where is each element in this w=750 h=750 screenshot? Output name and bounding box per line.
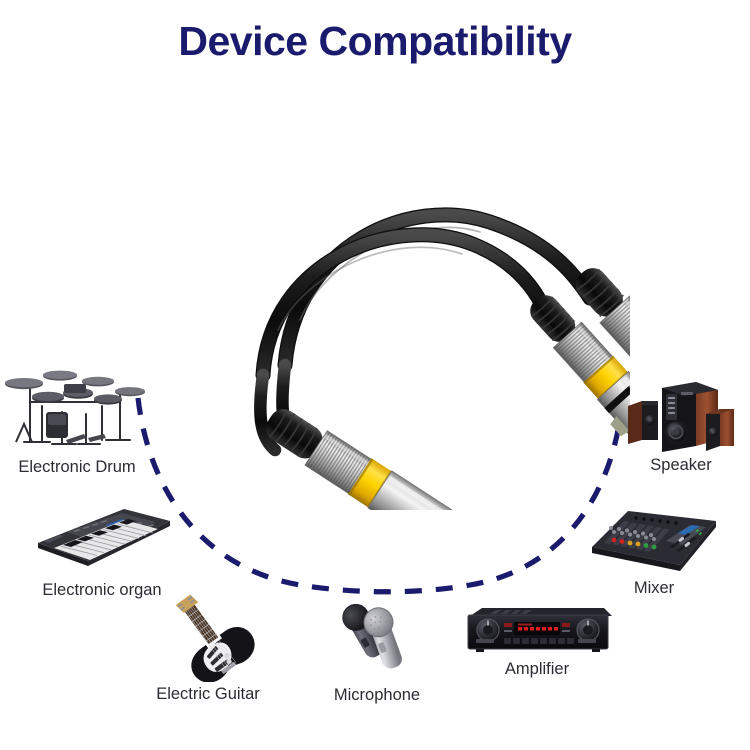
device-electric-guitar: Electric Guitar xyxy=(148,590,268,704)
microphone-icon xyxy=(342,603,402,669)
device-label: Electric Guitar xyxy=(156,685,260,703)
device-label: Electronic Drum xyxy=(18,458,136,476)
device-label: Electronic organ xyxy=(42,581,162,599)
device-microphone: Microphone xyxy=(312,595,442,705)
device-label: Microphone xyxy=(333,686,421,704)
device-electronic-organ: Electronic organ xyxy=(28,503,176,600)
device-electronic-drum: Electronic Drum xyxy=(2,362,152,477)
amplifier-icon xyxy=(467,608,612,652)
xlr-y-splitter-cable-image xyxy=(254,207,630,510)
device-label: Amplifier xyxy=(504,660,570,678)
page-title: Device Compatibility xyxy=(178,18,572,64)
electric-guitar-icon xyxy=(175,594,255,682)
electronic-drum-icon xyxy=(5,370,145,445)
device-speaker: Speaker xyxy=(626,374,736,475)
speaker-icon xyxy=(628,382,734,452)
device-label: Mixer xyxy=(633,579,675,597)
device-amplifier: Amplifier xyxy=(462,602,612,679)
device-mixer: Mixer xyxy=(584,503,724,598)
electronic-organ-icon xyxy=(38,509,170,566)
mixer-icon xyxy=(592,511,716,571)
device-label: Speaker xyxy=(650,456,712,474)
